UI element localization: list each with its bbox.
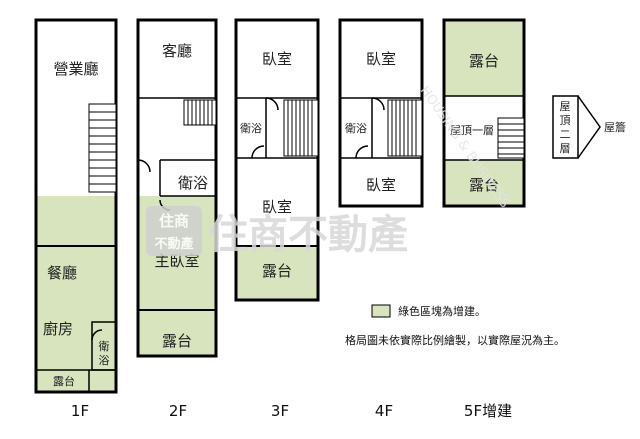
wall-2f	[136, 18, 218, 358]
floor-label-1f: 1F	[71, 402, 89, 420]
room-bath-2f: 衛浴	[178, 174, 208, 192]
floor-2f: 客廳 衛浴 主臥室 露台 2F	[136, 18, 218, 420]
staircase-2f	[183, 99, 217, 126]
roof-floor2-char-2: 頂	[560, 114, 571, 127]
room-bedroom-3f-bottom: 臥室	[262, 198, 292, 216]
room-kitchen-1f: 廚房	[43, 320, 73, 338]
extension-area-3f	[236, 246, 318, 300]
staircase-3f	[283, 99, 319, 157]
room-living-2f: 客廳	[162, 42, 192, 60]
floor-5f: 露台 屋頂一層 露台 5F增建	[442, 18, 526, 420]
room-bath-3f: 衛浴	[240, 122, 262, 135]
legend-text: 綠色區塊為增建。	[398, 304, 486, 318]
room-dining-1f: 餐廳	[47, 264, 77, 282]
room-balcony-3f: 露台	[262, 262, 292, 280]
watermark-logo-bottom: 不動產	[154, 236, 193, 252]
roof-floor2-box	[552, 95, 579, 159]
room-balcony-1f: 露台	[53, 374, 75, 388]
extension-area-1f	[36, 196, 116, 392]
watermark-brand: 住商不動產	[208, 212, 408, 258]
wall-3f	[234, 18, 320, 302]
staircase-1f	[88, 103, 117, 193]
room-bedroom-4f-bottom: 臥室	[366, 176, 396, 194]
room-bath-1f-a: 衛	[99, 340, 110, 353]
legend: 綠色區塊為增建。 格局圖未依實際比例繪製，以實際屋況為主。	[345, 304, 565, 347]
room-business-hall: 營業廳	[53, 60, 98, 78]
floor-4f: 臥室 衛浴 臥室 4F	[338, 18, 424, 420]
watermark-logo	[146, 206, 202, 256]
room-balcony-5f-bottom: 露台	[469, 176, 499, 194]
floor-label-5f: 5F增建	[464, 402, 512, 420]
roof-section: 屋 頂 二 層 屋簷	[552, 95, 626, 159]
floor-label-2f: 2F	[169, 402, 187, 420]
roof-floor2-char-1: 屋	[560, 100, 571, 113]
staircase-5f	[497, 117, 525, 159]
roof-shed-label: 屋簷	[604, 120, 626, 134]
floor-1f: 營業廳 餐廳 廚房 衛 浴 露台 1F	[34, 18, 118, 420]
watermark-logo-top: 住商	[159, 212, 189, 230]
floor-3f: 臥室 衛浴 臥室 露台 3F	[234, 18, 320, 420]
room-balcony-2f: 露台	[162, 332, 192, 350]
room-bedroom-3f-top: 臥室	[262, 50, 292, 68]
roof-shed-shape	[577, 95, 601, 159]
room-roof-floor-5f: 屋頂一層	[450, 124, 494, 137]
roof-floor2-char-3: 二	[560, 128, 571, 141]
disclaimer-text: 格局圖未依實際比例繪製，以實際屋況為主。	[345, 333, 565, 347]
room-bath-1f-b: 浴	[99, 354, 110, 367]
door-arc-1f	[91, 329, 103, 341]
legend-swatch	[371, 304, 391, 318]
roof-floor2-char-4: 層	[560, 142, 571, 155]
room-balcony-5f-top: 露台	[469, 52, 499, 70]
room-bath-4f: 衛浴	[345, 122, 367, 135]
room-master-2f: 主臥室	[154, 252, 199, 270]
staircase-4f	[387, 99, 423, 157]
wall-1f	[34, 18, 118, 394]
floor-label-4f: 4F	[375, 402, 393, 420]
wall-5f	[442, 18, 526, 208]
floor-label-3f: 3F	[271, 402, 289, 420]
room-bedroom-4f-top: 臥室	[366, 50, 396, 68]
